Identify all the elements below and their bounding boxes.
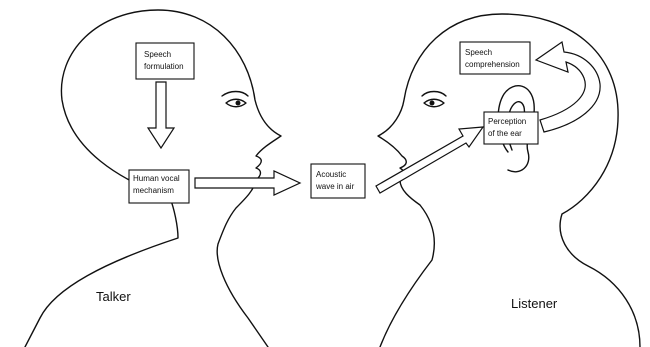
svg-text:Acoustic: Acoustic <box>316 170 346 179</box>
svg-text:wave in air: wave in air <box>315 182 355 191</box>
perception-of-ear-box: Perception of the ear <box>484 112 538 144</box>
talker-caption: Talker <box>96 289 131 304</box>
arrow-wave-to-ear <box>376 127 483 193</box>
svg-text:of the ear: of the ear <box>488 129 522 138</box>
human-vocal-mechanism-box: Human vocal mechanism <box>129 170 189 203</box>
arrow-mechanism-to-wave <box>195 171 300 195</box>
svg-text:Human vocal: Human vocal <box>133 174 180 183</box>
talker-pupil <box>236 101 241 106</box>
speech-comprehension-box: Speech comprehension <box>460 42 530 74</box>
arrow-formulation-to-mechanism <box>148 82 174 148</box>
svg-text:formulation: formulation <box>144 62 184 71</box>
speech-formulation-box: Speech formulation <box>136 43 194 79</box>
listener-caption: Listener <box>511 296 558 311</box>
svg-text:comprehension: comprehension <box>465 60 520 69</box>
acoustic-wave-box: Acoustic wave in air <box>311 164 365 198</box>
svg-text:Speech: Speech <box>144 50 171 59</box>
arrow-ear-to-comprehension <box>536 42 600 132</box>
svg-text:Perception: Perception <box>488 117 526 126</box>
listener-eye-lid <box>422 92 446 97</box>
talker-eye-lid <box>222 92 248 97</box>
listener-pupil <box>430 101 435 106</box>
svg-text:mechanism: mechanism <box>133 186 174 195</box>
svg-text:Speech: Speech <box>465 48 492 57</box>
